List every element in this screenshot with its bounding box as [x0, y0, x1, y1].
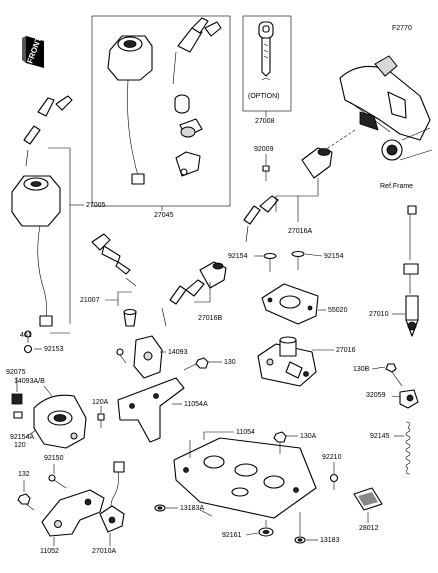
- label-27016: 27016: [336, 347, 356, 354]
- label-120: 120: [14, 442, 26, 449]
- set-27045-frame: [91, 15, 231, 207]
- part-130-bolt: [183, 357, 209, 371]
- part-27016b-lock: [161, 261, 227, 327]
- part-27010-switch: [403, 205, 419, 337]
- label-92153: 92153: [44, 346, 64, 353]
- label-27016B: 27016B: [198, 315, 222, 322]
- ref-frame-label: Ref.Frame: [380, 183, 413, 190]
- part-92075-pad: [11, 393, 23, 419]
- part-92009-screw: [262, 165, 270, 181]
- option-label: (OPTION): [248, 93, 280, 100]
- label-13183A: 13183A: [180, 505, 204, 512]
- label-27008: 27008: [255, 118, 275, 125]
- label-14093: 14093: [168, 349, 188, 356]
- label-92210: 92210: [322, 454, 342, 461]
- ref-frame-assembly: [309, 55, 433, 161]
- label-11054A: 11054A: [184, 401, 208, 408]
- part-27016-lock-body: [257, 336, 317, 387]
- part-27010a-switch: [99, 461, 125, 533]
- label-11054: 11054: [236, 429, 255, 436]
- label-130B: 130B: [353, 366, 370, 373]
- label-13183: 13183: [320, 537, 340, 544]
- label-130: 130: [224, 359, 236, 366]
- label-130A: 130A: [300, 433, 317, 440]
- part-14093ab-cover: [33, 394, 87, 449]
- part-13183a-washer: [154, 504, 166, 512]
- label-27010A: 27010A: [92, 548, 116, 555]
- part-32059-bracket: [399, 389, 419, 409]
- front-arrow-badge: FRONT: [22, 36, 44, 68]
- part-11054-main-bracket: [173, 437, 317, 519]
- label-132: 132: [18, 471, 30, 478]
- part-92145-spring: [405, 421, 411, 475]
- label-461: 461: [20, 332, 32, 339]
- label-92154A: 92154A: [10, 434, 34, 441]
- label-92075: 92075: [6, 369, 26, 376]
- label-21007: 21007: [80, 297, 100, 304]
- part-120a-bolt: [97, 413, 105, 428]
- label-27010: 27010: [369, 311, 389, 318]
- label-92150: 92150: [44, 455, 64, 462]
- part-132-bolt: [17, 493, 35, 511]
- part-27005-ignition-switch: [11, 95, 73, 343]
- label-32059: 32059: [366, 392, 386, 399]
- part-92161-collar: [258, 527, 274, 537]
- part-13183-washer: [294, 536, 306, 544]
- part-27045-ignition-set: [107, 17, 222, 185]
- label-14093AB: 14093A/B: [14, 378, 45, 385]
- label-11052: 11052: [40, 548, 59, 555]
- part-11052-bracket: [41, 489, 105, 537]
- part-92154-screws: [263, 250, 305, 272]
- option-27008-frame: [242, 15, 292, 112]
- part-55020-cover-plate: [261, 283, 319, 325]
- label-92161: 92161: [222, 532, 242, 539]
- label-92009: 92009: [254, 146, 274, 153]
- label-27005: 27005: [86, 202, 106, 209]
- part-27016a-lock: [243, 147, 333, 243]
- label-92145: 92145: [370, 433, 390, 440]
- part-130a-bolt: [273, 431, 287, 454]
- label-92154-right: 92154: [324, 253, 344, 260]
- part-28012-label: [353, 487, 383, 511]
- part-27008-key: [258, 21, 274, 81]
- diagram-code: F2770: [392, 25, 412, 32]
- part-92150-bolt: [48, 474, 67, 489]
- label-27045: 27045: [154, 212, 174, 219]
- label-92154-left: 92154: [228, 253, 248, 260]
- label-55020: 55020: [328, 307, 348, 314]
- part-21007-keys: [91, 233, 137, 327]
- part-130b-bolt: [385, 363, 403, 387]
- label-120A: 120A: [92, 399, 109, 406]
- label-28012: 28012: [359, 525, 379, 532]
- part-11054a-bracket: [117, 377, 185, 443]
- label-27016A: 27016A: [288, 228, 312, 235]
- part-14093-bracket: [116, 335, 163, 379]
- part-92210-clip: [329, 473, 339, 490]
